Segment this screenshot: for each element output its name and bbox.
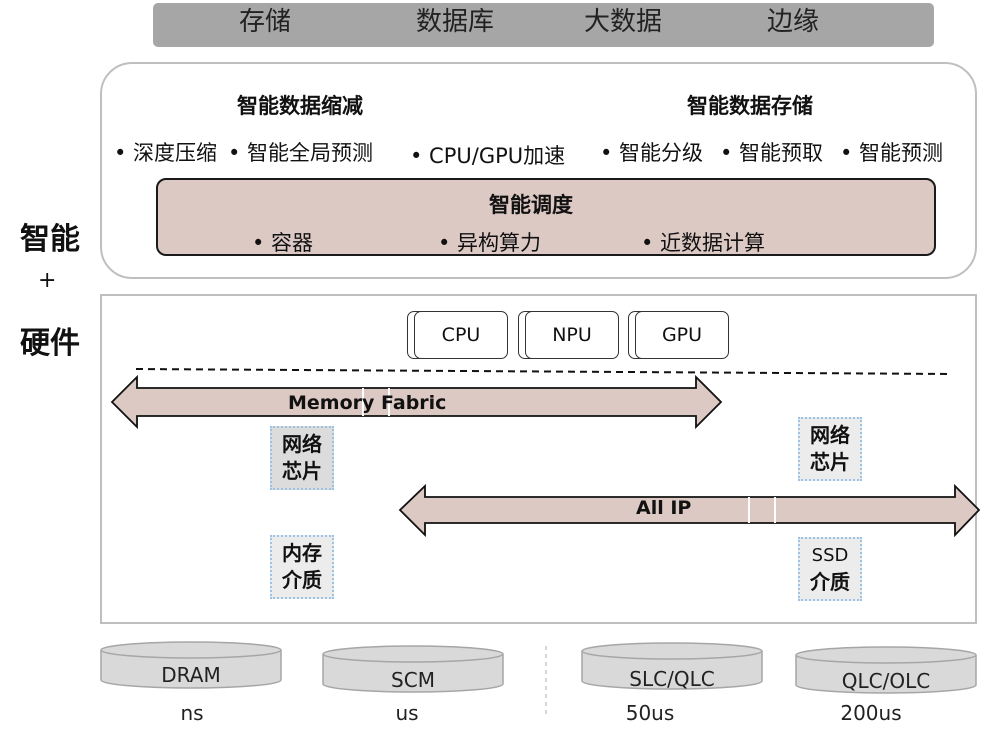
top-bar-item-edge: 边缘 <box>766 7 819 37</box>
top-bar-item-storage: 存储 <box>238 7 291 37</box>
storage-title: 智能数据存储 <box>687 94 813 118</box>
memory-media-line1: 内存 <box>282 541 322 565</box>
top-bar <box>153 3 934 47</box>
network-chip-right-line2: 芯片 <box>810 450 850 474</box>
bullet-tiering: • 智能分级 <box>600 141 704 165</box>
bullet-global-prediction: • 智能全局预测 <box>228 141 374 165</box>
network-chip-left: 网络 芯片 <box>270 426 334 490</box>
ssd-media-line1: SSD <box>811 545 849 566</box>
bullet-heterogeneous: • 异构算力 <box>438 231 542 255</box>
top-bar-item-database: 数据库 <box>415 7 494 37</box>
bullet-near-data: • 近数据计算 <box>641 231 766 255</box>
scheduling-box <box>156 178 936 256</box>
bullet-cpu-gpu-accel: • CPU/GPU加速 <box>410 144 566 168</box>
tier-name-scm: SCM <box>391 668 435 692</box>
reduction-title: 智能数据缩减 <box>237 94 363 118</box>
tier-name-qlc-olc: QLC/OLC <box>841 669 931 693</box>
cpu-card: CPU <box>414 311 508 359</box>
cylinder-dram <box>100 641 282 689</box>
tier-latency-dram: ns <box>180 701 204 725</box>
memory-fabric-label: Memory Fabric <box>288 392 447 414</box>
dashed-divider <box>135 368 953 375</box>
bullet-deep-compression: • 深度压缩 <box>114 141 218 165</box>
tier-latency-slc-qlc: 50us <box>625 701 675 725</box>
memory-fabric-arrow <box>110 374 723 430</box>
network-chip-right: 网络 芯片 <box>798 417 862 481</box>
bullet-prediction: • 智能预测 <box>840 141 944 165</box>
tier-name-dram: DRAM <box>161 663 221 687</box>
top-bar-item-bigdata: 大数据 <box>583 7 662 37</box>
tier-latency-scm: us <box>395 701 419 725</box>
intelligence-label: 智能 <box>20 222 80 257</box>
ssd-media-line2: 介质 <box>810 570 850 594</box>
network-chip-right-line1: 网络 <box>810 423 850 447</box>
bullet-container: • 容器 <box>252 231 314 255</box>
ssd-media-chip: SSD 介质 <box>798 537 862 601</box>
all-ip-label: All IP <box>636 497 692 519</box>
plus-label: + <box>38 268 57 293</box>
cylinder-slc-qlc <box>581 642 763 690</box>
all-ip-arrow <box>398 483 981 538</box>
hardware-label: 硬件 <box>20 326 80 361</box>
tier-latency-qlc-olc: 200us <box>840 701 902 725</box>
bullet-prefetch: • 智能预取 <box>720 141 824 165</box>
scheduling-title: 智能调度 <box>489 193 573 217</box>
network-chip-left-line2: 芯片 <box>282 459 322 483</box>
network-chip-left-line1: 网络 <box>282 432 322 456</box>
cylinder-qlc-olc <box>795 646 977 694</box>
tier-name-slc-qlc: SLC/QLC <box>629 667 715 691</box>
npu-card: NPU <box>525 311 619 359</box>
memory-media-line2: 介质 <box>282 568 322 592</box>
memory-media-chip: 内存 介质 <box>270 535 334 599</box>
cylinder-scm <box>322 645 504 693</box>
gpu-card: GPU <box>635 311 729 359</box>
